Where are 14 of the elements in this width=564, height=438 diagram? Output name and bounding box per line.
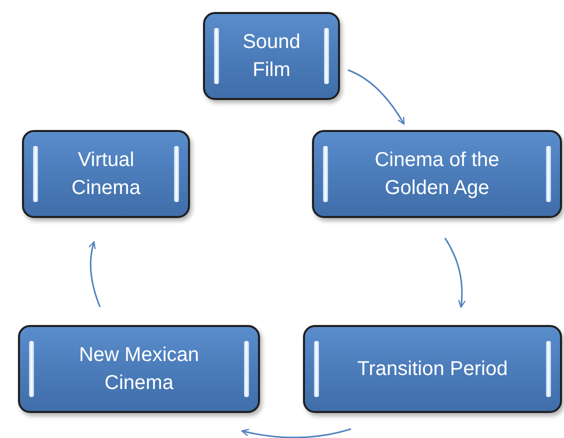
- rounded-box: [18, 325, 260, 413]
- curved-arrow: [348, 69, 405, 125]
- curved-arrow: [444, 238, 466, 308]
- rounded-box: [303, 325, 562, 413]
- rounded-box: [203, 12, 340, 100]
- box-label: Transition Period: [357, 357, 508, 382]
- box-label: Virtual Cinema: [70, 148, 142, 201]
- rounded-box: [312, 130, 562, 218]
- curved-arrow: [241, 428, 352, 438]
- box-label: New Mexican Cinema: [78, 343, 200, 396]
- curved-arrow: [88, 241, 101, 308]
- box-label: Cinema of the Golden Age: [374, 148, 500, 201]
- box-label: Sound Film: [242, 30, 302, 83]
- rounded-box: [22, 130, 190, 218]
